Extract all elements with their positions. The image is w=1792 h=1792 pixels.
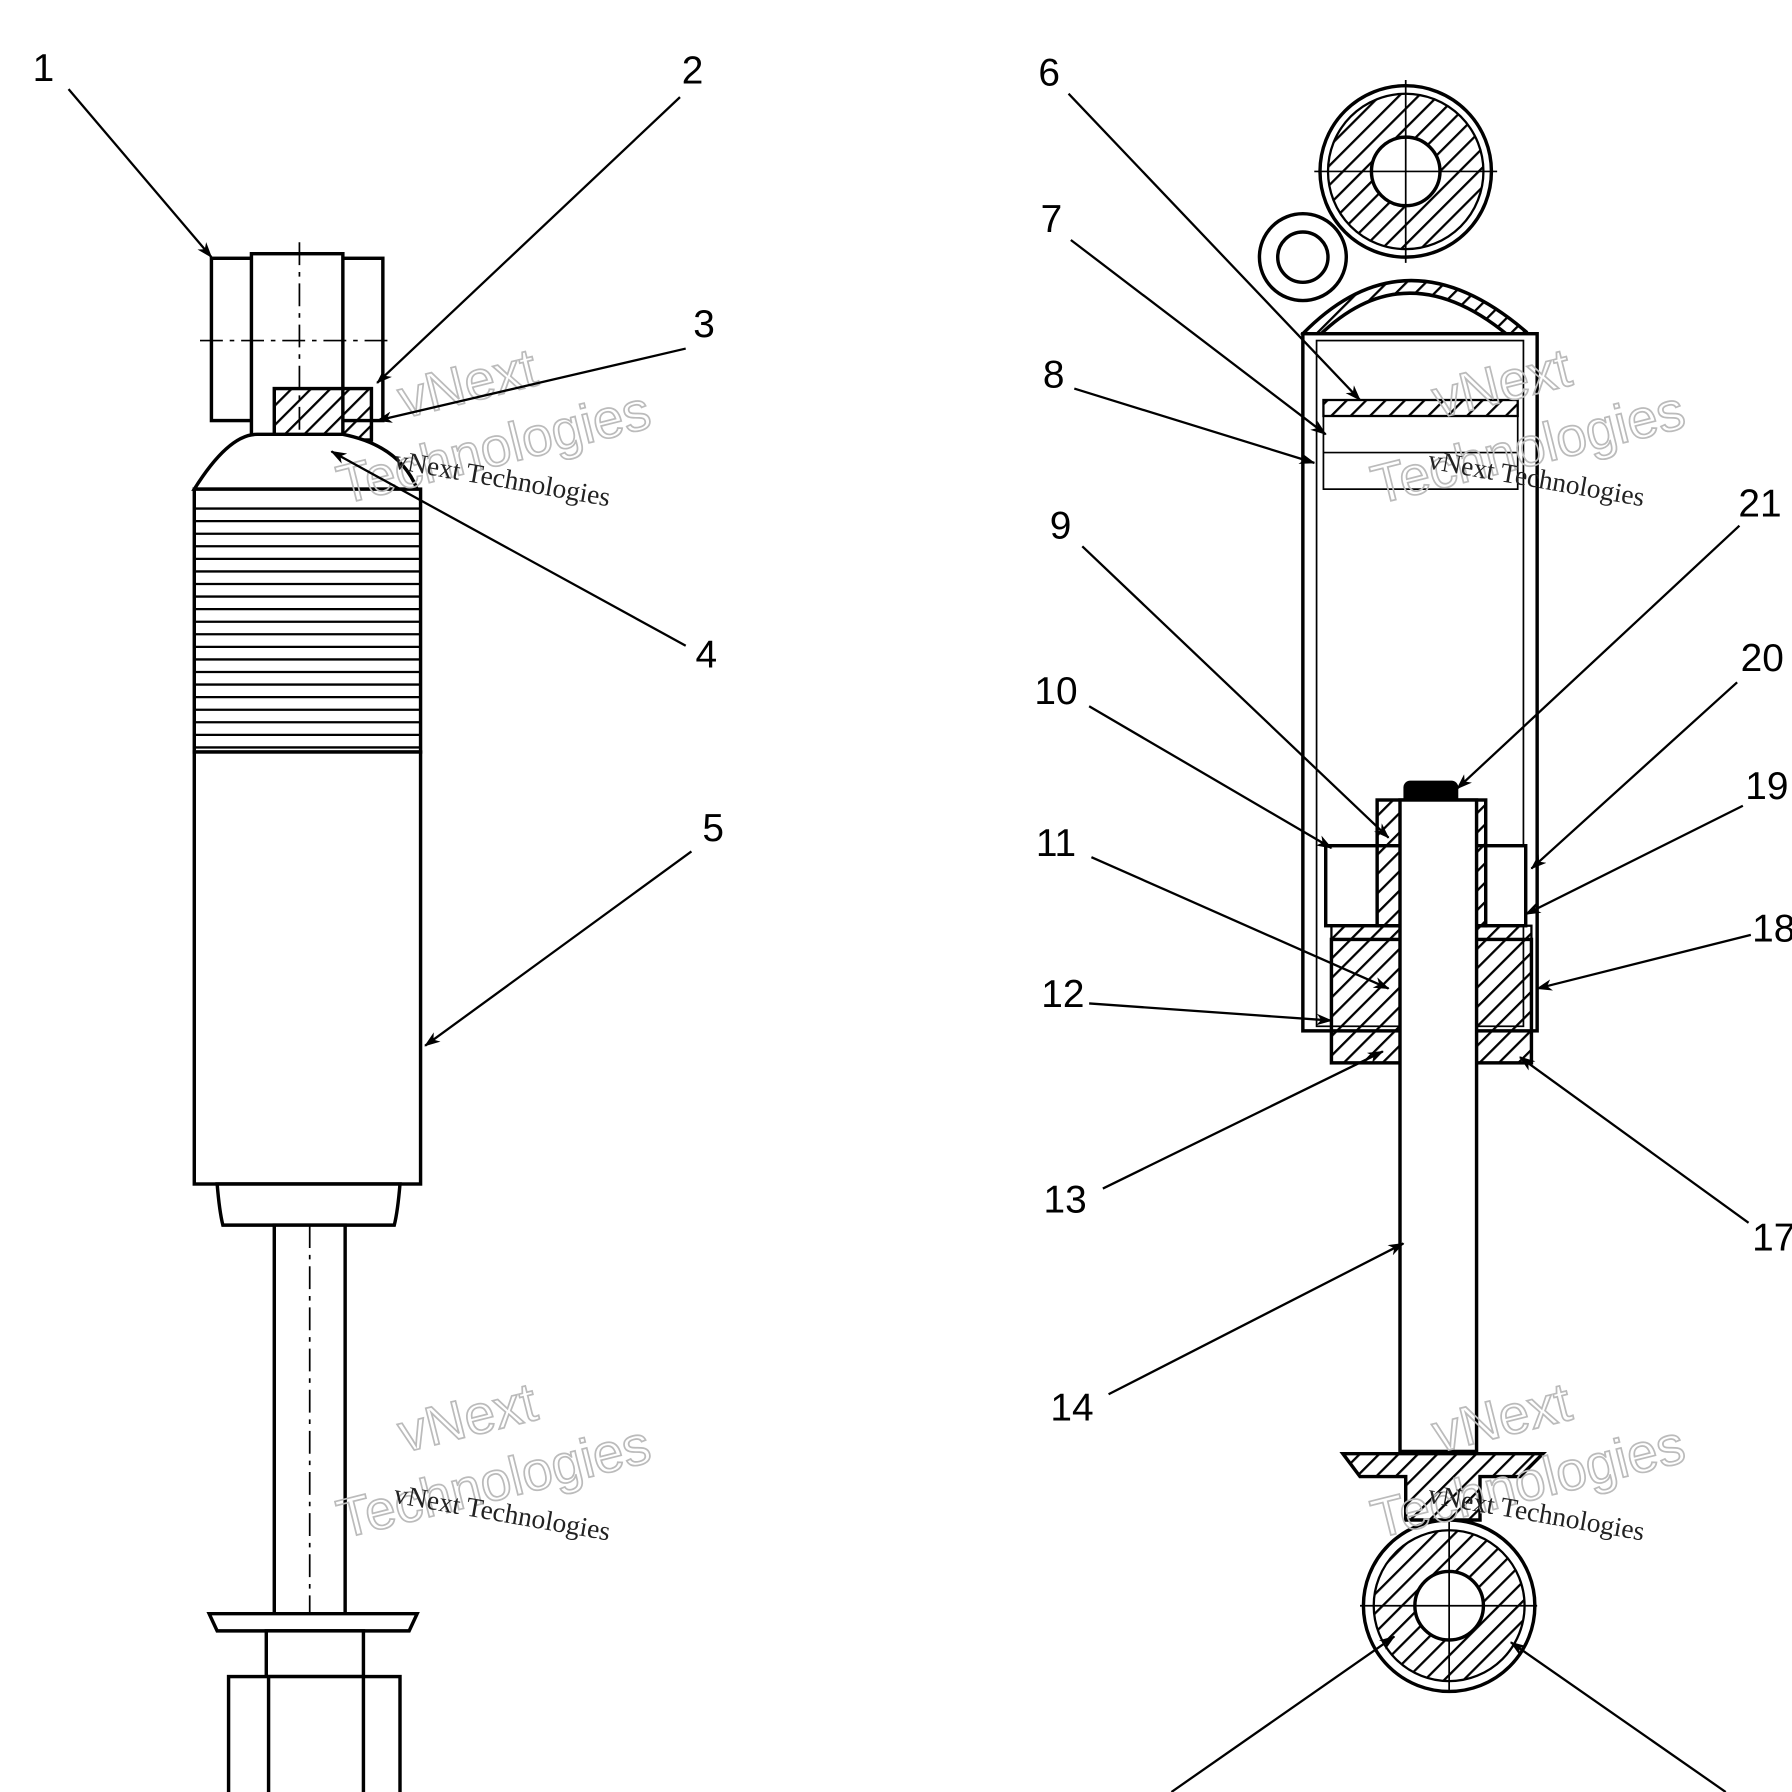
callout-label-2: 2 (682, 49, 704, 92)
callout-label-21: 21 (1738, 483, 1781, 526)
spring-seat (206, 1612, 420, 1633)
callout-label-6: 6 (1038, 52, 1060, 95)
piston-rod (1398, 798, 1479, 1454)
callout-label-12: 12 (1041, 973, 1084, 1016)
leader-line (376, 96, 681, 384)
bottom-eye-mount (226, 1674, 402, 1792)
leader-line (1088, 705, 1333, 849)
callout-label-20: 20 (1741, 637, 1784, 680)
callout-label-14: 14 (1050, 1387, 1093, 1430)
callout-label-9: 9 (1050, 504, 1072, 547)
callout-label-8: 8 (1043, 353, 1065, 396)
callout-label-10: 10 (1034, 670, 1077, 713)
leader-line (1170, 1635, 1396, 1792)
leader-line (1073, 387, 1316, 464)
callout-label-13: 13 (1044, 1179, 1087, 1222)
leader-line (1081, 545, 1390, 839)
callout-label-19: 19 (1745, 765, 1788, 808)
leader-line (1530, 681, 1738, 870)
bushing (272, 386, 374, 442)
bottom-cap (215, 1182, 402, 1227)
leader-line (1509, 1641, 1727, 1792)
callout-label-4: 4 (695, 633, 717, 676)
leader-line (1456, 524, 1741, 790)
left-shock-exterior (191, 242, 423, 1792)
leader-line (1536, 933, 1752, 991)
leader-line (424, 850, 693, 1047)
callout-label-17: 17 (1752, 1216, 1792, 1259)
shock-body (192, 750, 423, 1186)
lower-seat (1339, 1452, 1547, 1522)
leader-line (1090, 856, 1390, 990)
leader-line (1102, 1050, 1384, 1190)
callout-label-5: 5 (702, 807, 724, 850)
callout-label-18: 18 (1752, 908, 1792, 951)
leader-line (376, 347, 686, 423)
leader-line (1070, 239, 1327, 436)
leader-line (1089, 1002, 1333, 1026)
leader-line (1067, 92, 1361, 401)
callout-label-1: 1 (33, 47, 55, 90)
leader-line (67, 88, 213, 259)
right-shock-cutaway (1257, 80, 1547, 1694)
leader-line (1519, 1056, 1750, 1224)
callout-label-7: 7 (1041, 198, 1063, 241)
callout-label-11: 11 (1036, 822, 1076, 865)
leader-line (1524, 804, 1744, 916)
leader-line (1108, 1242, 1405, 1396)
leader-line (330, 450, 687, 647)
callout-label-3: 3 (693, 303, 715, 346)
